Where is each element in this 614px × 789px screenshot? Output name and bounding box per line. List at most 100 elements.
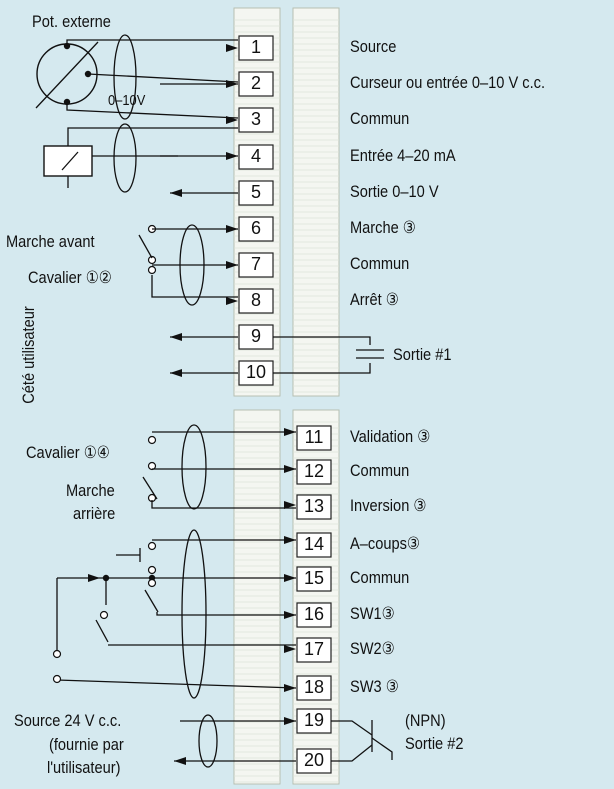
shield-marche (179, 224, 205, 306)
terminal-box-15 (296, 566, 332, 592)
wire-terminal-8 (151, 275, 238, 298)
sortie-2-label: Sortie #2 (405, 734, 464, 753)
cavalier-1-2-label: Cavalier ①② (28, 268, 112, 287)
arrow-from-5 (170, 189, 182, 197)
terminal-number-20: 20 (303, 750, 325, 770)
terminal-label-7: Commun (350, 254, 410, 273)
arrow-to-8 (226, 297, 238, 305)
arrow-from-10 (170, 369, 182, 377)
switch-sw1-top (147, 578, 157, 588)
terminal-label-3: Commun (350, 109, 410, 128)
switch-sw2-top (99, 610, 109, 620)
switch-avant-blade (138, 234, 153, 259)
terminal-number-18: 18 (303, 677, 325, 697)
terminal-label-11: Validation ③ (350, 427, 431, 446)
terminal-label-12: Commun (350, 461, 410, 480)
terminal-number-14: 14 (303, 534, 325, 554)
zero-ten-volt-label: 0–10V (108, 92, 146, 109)
terminal-box-14 (296, 532, 332, 558)
arrow-to-16 (284, 611, 296, 619)
pot-externe-label: Pot. externe (32, 12, 111, 31)
terminal-number-4: 4 (250, 146, 261, 166)
pushbutton-contact-top (147, 541, 157, 551)
switch-avant-common (147, 265, 157, 275)
pot-arrow (35, 41, 99, 109)
terminal-number-15: 15 (303, 568, 325, 588)
utilisateur-label: l'utilisateur) (47, 758, 121, 777)
switch-avant-bottom (147, 255, 157, 265)
wire-terminal-1 (66, 39, 238, 46)
arrow-to-12 (284, 465, 296, 473)
shield-sw (181, 529, 207, 699)
arrow-to-14 (284, 536, 296, 544)
npn-collector (331, 720, 373, 736)
wire-4-20-plus (67, 127, 238, 146)
terminal-label-18: SW3 ③ (350, 677, 399, 696)
terminal-number-7: 7 (250, 254, 261, 274)
arrow-to-11 (284, 428, 296, 436)
arrow-to-15 (284, 574, 296, 582)
terminal-number-10: 10 (245, 362, 267, 382)
terminal-number-16: 16 (303, 604, 325, 624)
cote-utilisateur-label: Cété utilisateur (19, 306, 38, 404)
arrow-to-18 (284, 684, 296, 692)
terminal-box-10 (238, 360, 274, 386)
terminal-box-8 (238, 288, 274, 314)
terminal-label-2: Curseur ou entrée 0–10 V c.c. (350, 73, 546, 92)
terminal-number-9: 9 (250, 326, 261, 346)
switch-arriere-common-top (147, 435, 157, 445)
terminal-label-4: Entrée 4–20 mA (350, 146, 456, 165)
current-source-needle (61, 151, 79, 171)
upper-rail-right (292, 7, 340, 397)
terminal-label-5: Sortie 0–10 V (350, 182, 439, 201)
terminal-label-8: Arrêt ③ (350, 290, 399, 309)
arrow-to-common-dot (88, 574, 100, 582)
arrow-to-19 (284, 717, 296, 725)
npn-label: (NPN) (405, 711, 446, 730)
terminal-box-1 (238, 35, 274, 61)
switch-sw3-bottom (52, 674, 62, 684)
terminal-box-11 (296, 425, 332, 451)
switch-arriere-blade (142, 476, 158, 500)
wire-terminal-18 (56, 679, 297, 689)
pushbutton-contact-bottom (147, 565, 157, 575)
shield-arriere (181, 424, 207, 510)
terminal-box-9 (238, 324, 274, 350)
arriere-label: arrière (73, 504, 116, 523)
terminal-box-13 (296, 494, 332, 520)
wire-relay-top (273, 336, 371, 345)
terminal-number-6: 6 (250, 218, 261, 238)
terminal-number-17: 17 (303, 639, 325, 659)
terminal-number-1: 1 (250, 37, 261, 57)
wire-terminal-3 (66, 102, 239, 119)
terminal-label-16: SW1③ (350, 604, 395, 623)
marche-label: Marche (66, 481, 115, 500)
terminal-label-17: SW2③ (350, 639, 395, 658)
arrow-to-3 (226, 116, 238, 124)
switch-sw3-top (52, 649, 62, 659)
terminal-number-13: 13 (303, 496, 325, 516)
terminal-number-8: 8 (250, 290, 261, 310)
wire-terminal-2 (87, 73, 239, 83)
source-24v-label: Source 24 V c.c. (14, 711, 122, 730)
terminal-box-18 (296, 675, 332, 701)
terminal-number-12: 12 (303, 461, 325, 481)
terminal-label-6: Marche ③ (350, 218, 416, 237)
switch-sw2-blade (95, 619, 109, 643)
wire-terminal-16 (156, 612, 296, 616)
terminal-box-5 (238, 180, 274, 206)
arrow-from-20 (174, 757, 186, 765)
arrow-to-13 (284, 501, 296, 509)
terminal-label-15: Commun (350, 568, 410, 587)
terminal-label-1: Source (350, 37, 397, 56)
terminal-label-14: A–coups③ (350, 534, 421, 553)
terminal-number-3: 3 (250, 109, 261, 129)
arrow-from-9 (170, 333, 182, 341)
terminal-number-19: 19 (303, 710, 325, 730)
arrow-to-1 (226, 44, 238, 52)
arrow-to-7 (226, 261, 238, 269)
terminal-box-17 (296, 637, 332, 663)
npn-emitter (371, 737, 393, 760)
terminal-box-12 (296, 459, 332, 485)
